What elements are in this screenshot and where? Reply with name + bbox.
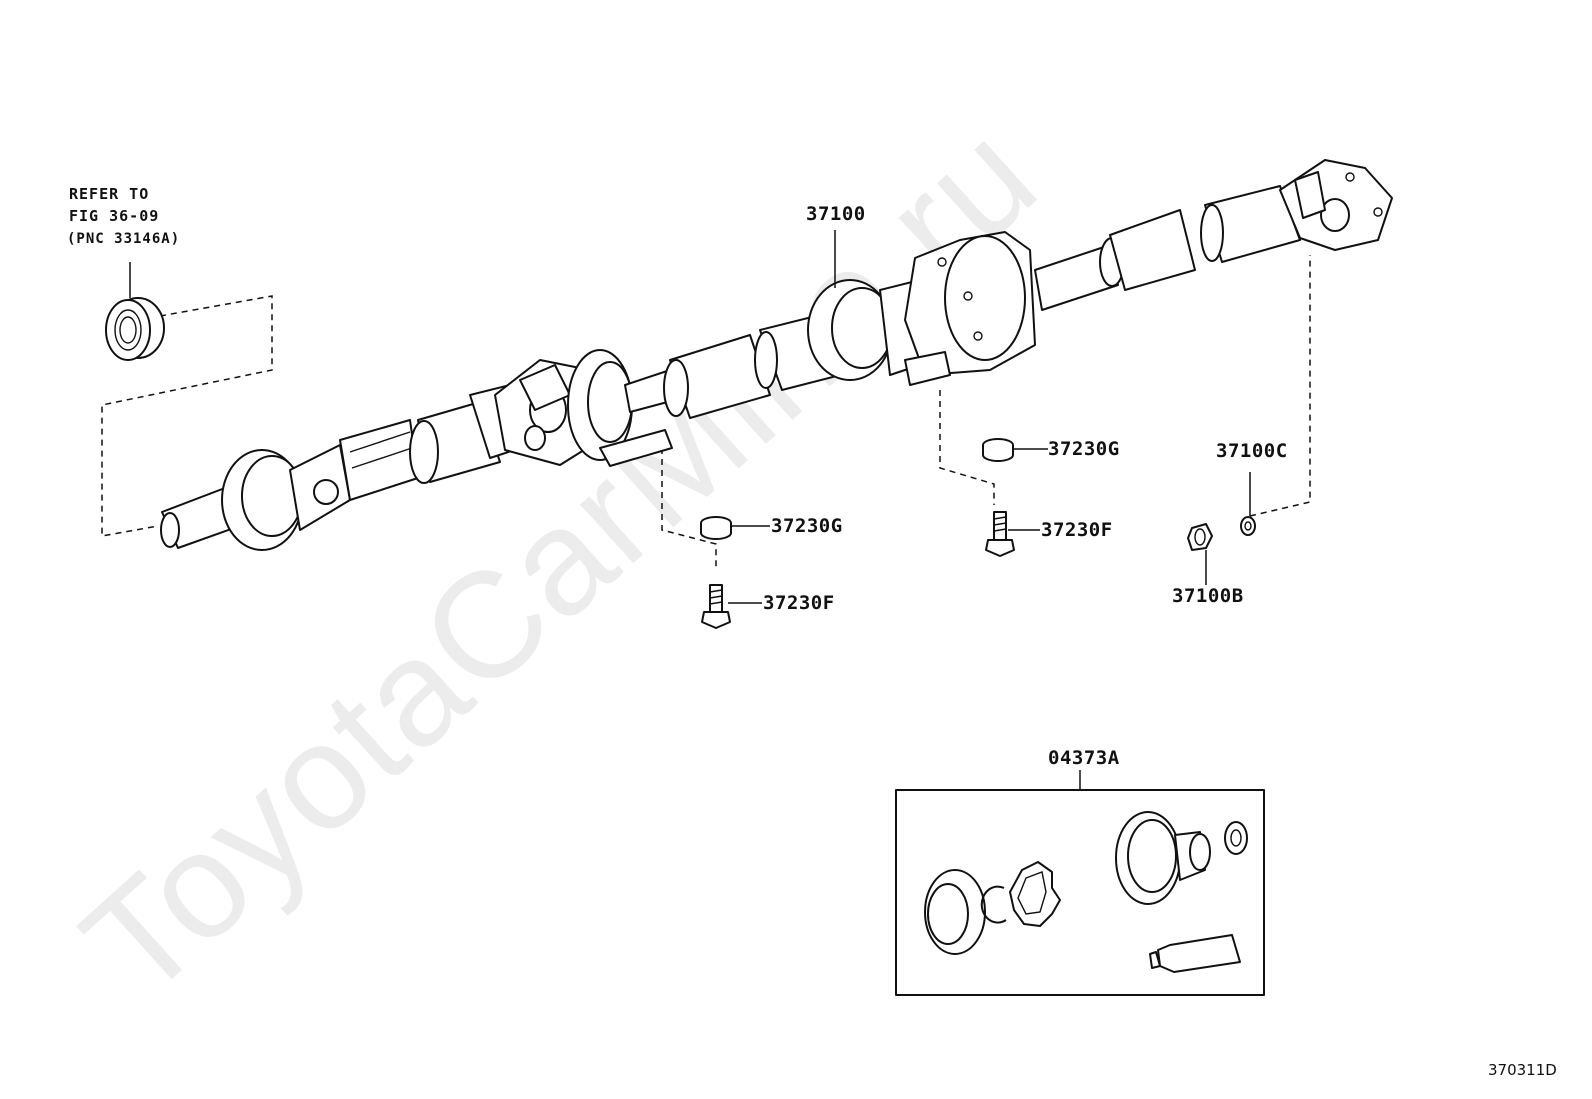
cushion-rear xyxy=(982,438,1014,462)
center-bearing xyxy=(567,349,676,467)
callout-37100b: 37100B xyxy=(1172,585,1244,607)
callout-37230f-rear: 37230F xyxy=(1041,519,1113,541)
cv-joint-housing xyxy=(904,231,1036,386)
refer-note-line2: FIG 36-09 xyxy=(69,207,160,225)
callout-37230f-front: 37230F xyxy=(763,592,835,614)
oil-seal-part xyxy=(105,297,165,361)
refer-note-line3: (PNC 33146A) xyxy=(67,231,181,247)
callout-37230g-front: 37230G xyxy=(771,515,843,537)
bolt-rear xyxy=(985,511,1015,557)
front-slip-yoke xyxy=(160,419,419,551)
callout-37100c: 37100C xyxy=(1216,440,1288,462)
bolt-front xyxy=(701,584,731,629)
callout-04373a: 04373A xyxy=(1048,747,1120,769)
figure-number: 370311D xyxy=(1488,1061,1557,1079)
callout-37230g-rear: 37230G xyxy=(1048,438,1120,460)
rear-flange-yoke xyxy=(1279,159,1393,251)
rear-tube xyxy=(1034,185,1301,311)
refer-note-line1: REFER TO xyxy=(69,185,150,203)
cushion-front xyxy=(700,516,732,540)
reference-dashed-lines xyxy=(101,255,1311,570)
nut-part xyxy=(1187,523,1213,551)
washer-part xyxy=(1240,516,1256,536)
callout-37100: 37100 xyxy=(806,203,866,225)
joint-kit-box xyxy=(895,789,1265,996)
leader-lines xyxy=(129,230,1251,790)
